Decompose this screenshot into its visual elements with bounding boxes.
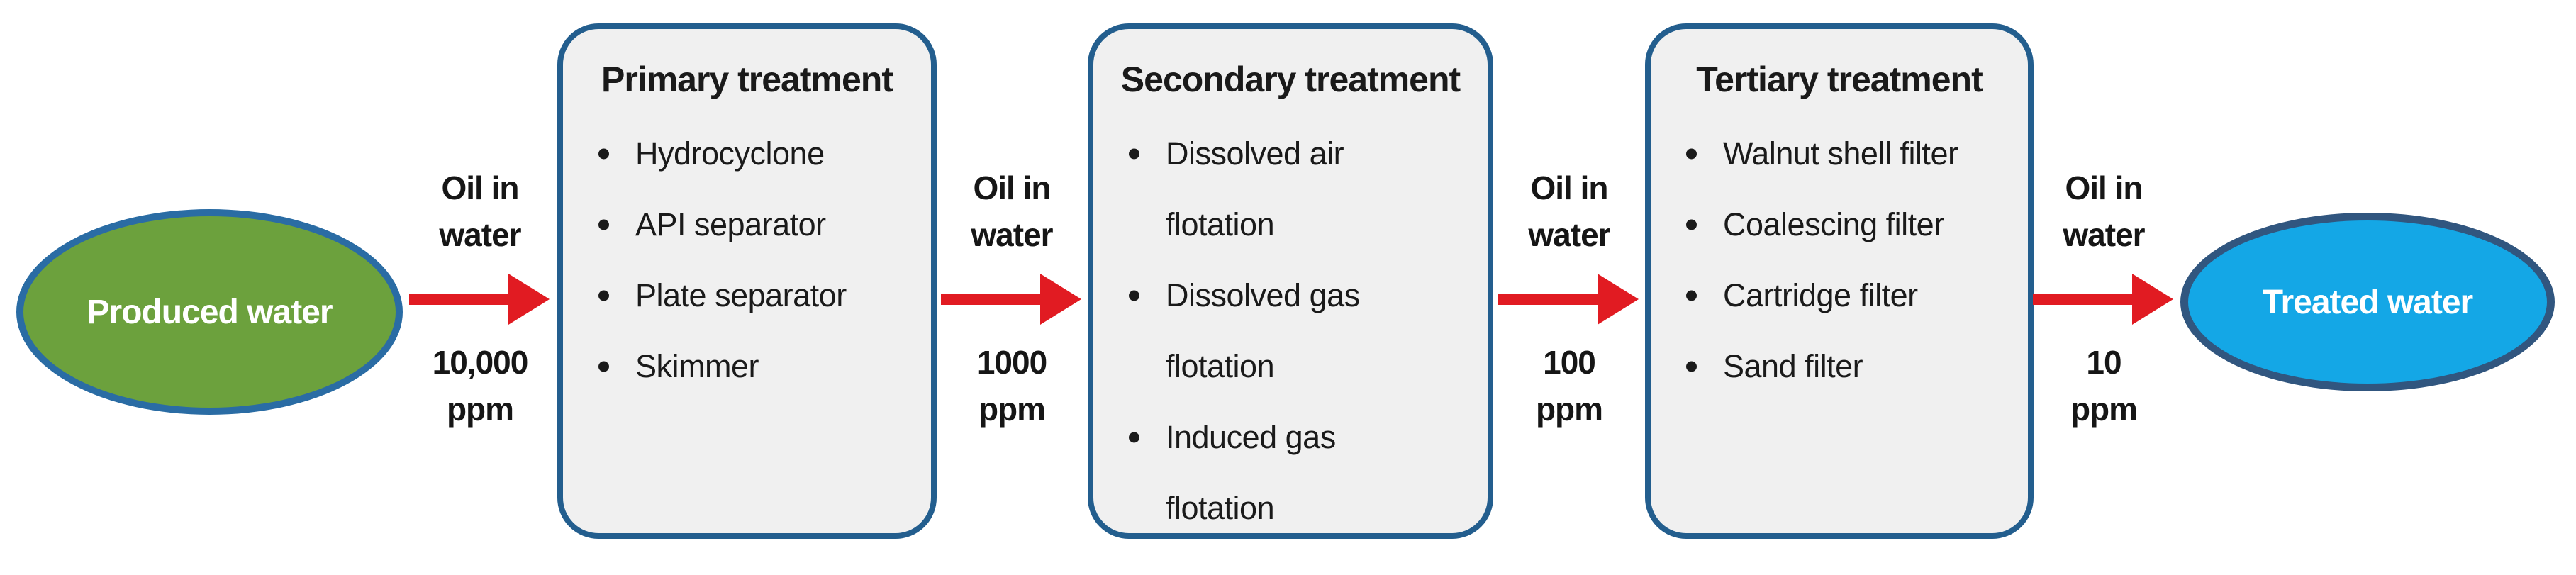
bullet-icon (1686, 219, 1697, 230)
arrow-2-top-label: Oil in water (971, 164, 1053, 258)
list-item-text: Induced gas (1166, 419, 1336, 455)
treated-water-node: Treated water (2180, 213, 2555, 391)
bullet-icon (1129, 432, 1139, 443)
right-arrow-icon (409, 274, 550, 325)
arrow-2-bottom-label: 1000 ppm (977, 339, 1047, 432)
flow-arrow-group-1: Oil in water 10,000 ppm (398, 164, 562, 432)
arrow-3-top-line-2: water (1528, 216, 1610, 253)
bullet-icon (598, 290, 609, 301)
list-item: Walnut shell filter (1676, 118, 2007, 189)
list-item: Cartridge filter (1676, 260, 2007, 331)
arrow-2-ppm-value: 1000 (976, 344, 1047, 381)
secondary-treatment-box: Secondary treatment Dissolved air flotat… (1088, 23, 1493, 539)
right-arrow-icon (2033, 274, 2173, 325)
right-arrow-icon (941, 274, 1081, 325)
primary-treatment-title: Primary treatment (601, 60, 893, 99)
list-item: Skimmer (589, 331, 910, 402)
list-item: API separator (589, 189, 910, 260)
arrow-3-ppm-value: 100 (1543, 344, 1596, 381)
arrow-4-top-line-2: water (2063, 216, 2145, 253)
list-item: Sand filter (1676, 331, 2007, 402)
bullet-icon (598, 361, 609, 372)
arrow-4-top-line-1: Oil in (2065, 169, 2143, 206)
primary-treatment-box: Primary treatment Hydrocyclone API separ… (557, 23, 937, 539)
list-item-text: API separator (635, 206, 826, 242)
list-item-text: Cartridge filter (1723, 277, 1918, 313)
arrow-1-bottom-label: 10,000 ppm (432, 339, 529, 432)
list-item: Plate separator (589, 260, 910, 331)
list-item-text: Coalescing filter (1723, 206, 1944, 242)
arrow-3-bottom-label: 100 ppm (1535, 339, 1603, 432)
list-item: Coalescing filter (1676, 189, 2007, 260)
arrow-1-ppm-value: 10,000 (432, 344, 529, 381)
arrow-4-ppm-value: 10 (2086, 344, 2121, 381)
list-item-text: flotation (1166, 206, 1275, 242)
list-item: Dissolved air flotation (1119, 118, 1466, 260)
arrow-4-bottom-label: 10 ppm (2070, 339, 2138, 432)
list-item: Hydrocyclone (589, 118, 910, 189)
arrow-1-top-line-1: Oil in (441, 169, 519, 206)
arrow-4-ppm-unit: ppm (2070, 391, 2138, 428)
list-item-text: Hydrocyclone (635, 135, 825, 172)
bullet-icon (598, 148, 609, 160)
list-item-text: Dissolved gas (1166, 277, 1360, 313)
secondary-treatment-list: Dissolved air flotation Dissolved gas fl… (1115, 118, 1466, 544)
list-item-text: Skimmer (635, 348, 759, 384)
bullet-icon (1129, 290, 1139, 301)
list-item: Induced gas flotation (1119, 402, 1466, 544)
arrow-3-top-line-1: Oil in (1530, 169, 1608, 206)
arrow-1-top-line-2: water (439, 216, 521, 253)
arrow-1-ppm-unit: ppm (446, 391, 514, 428)
list-item: Dissolved gas flotation (1119, 260, 1466, 402)
produced-water-node: Produced water (16, 209, 403, 415)
tertiary-treatment-list: Walnut shell filter Coalescing filter Ca… (1672, 118, 2007, 402)
list-item-text: Plate separator (635, 277, 847, 313)
list-item-text: flotation (1166, 490, 1275, 526)
bullet-icon (1686, 361, 1697, 372)
arrow-4-top-label: Oil in water (2063, 164, 2145, 258)
bullet-icon (1686, 148, 1697, 160)
list-item-text: Walnut shell filter (1723, 135, 1958, 172)
flow-arrow-group-4: Oil in water 10 ppm (2022, 164, 2185, 432)
arrow-2-top-line-1: Oil in (973, 169, 1051, 206)
flow-arrow-group-3: Oil in water 100 ppm (1488, 164, 1651, 432)
primary-treatment-list: Hydrocyclone API separator Plate separat… (584, 118, 910, 402)
arrow-3-top-label: Oil in water (1528, 164, 1610, 258)
secondary-treatment-title: Secondary treatment (1120, 60, 1461, 99)
bullet-icon (1129, 148, 1139, 160)
tertiary-treatment-box: Tertiary treatment Walnut shell filter C… (1645, 23, 2034, 539)
list-item-text: Sand filter (1723, 348, 1863, 384)
bullet-icon (598, 219, 609, 230)
tertiary-treatment-title: Tertiary treatment (1696, 60, 1983, 99)
produced-water-label: Produced water (87, 293, 333, 331)
list-item-text: flotation (1166, 348, 1275, 384)
arrow-3-ppm-unit: ppm (1535, 391, 1603, 428)
arrow-2-ppm-unit: ppm (978, 391, 1046, 428)
flow-arrow-group-2: Oil in water 1000 ppm (930, 164, 1093, 432)
treated-water-label: Treated water (2262, 283, 2473, 321)
list-item-text: Dissolved air (1166, 135, 1344, 172)
arrow-2-top-line-2: water (971, 216, 1053, 253)
right-arrow-icon (1498, 274, 1639, 325)
bullet-icon (1686, 290, 1697, 301)
arrow-1-top-label: Oil in water (439, 164, 521, 258)
